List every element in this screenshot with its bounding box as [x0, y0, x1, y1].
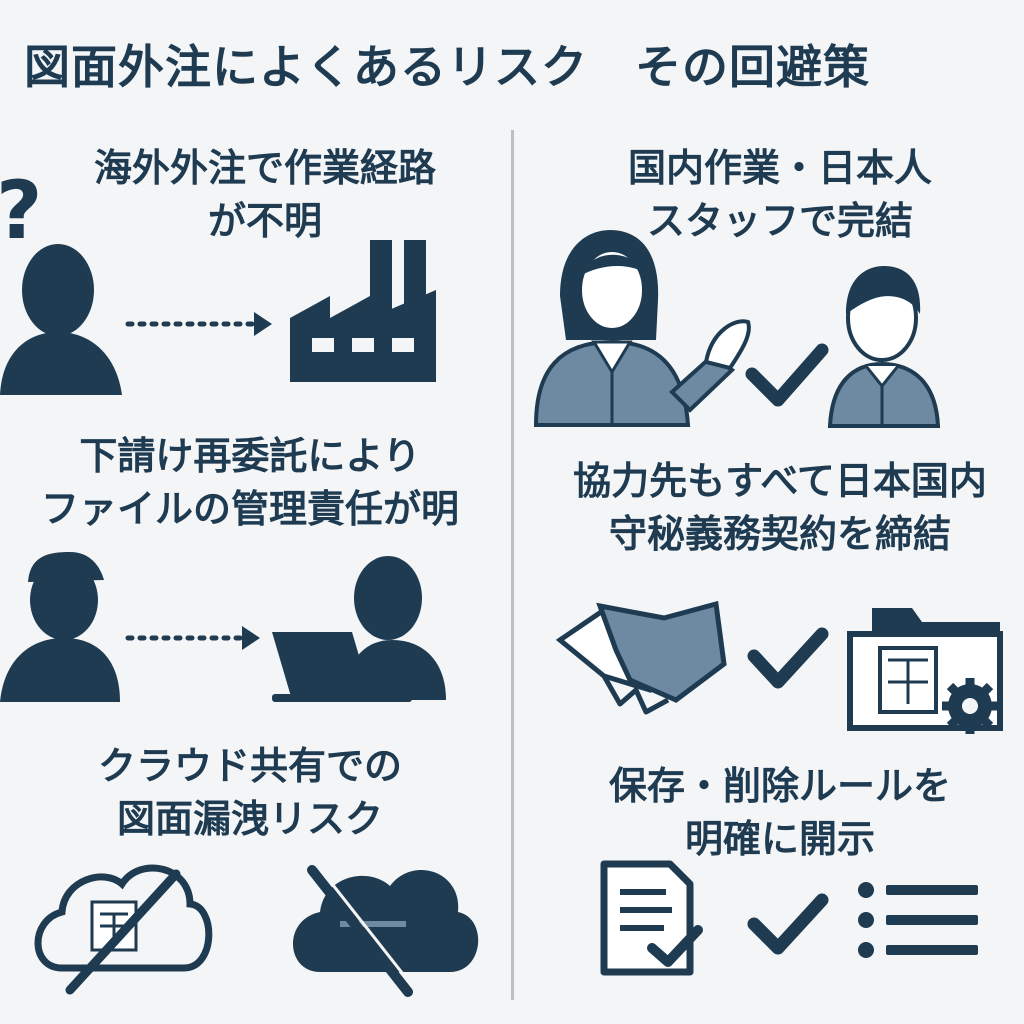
checkmark-icon	[747, 627, 829, 689]
solution-caption-domestic: 国内作業・日本人 スタッフで完結	[540, 142, 1020, 248]
person-icon	[0, 244, 122, 395]
dotted-arrow	[125, 626, 260, 650]
column-divider	[511, 130, 514, 1000]
solution-caption-rules: 保存・削除ルールを 明確に開示	[540, 760, 1020, 866]
checkmark-icon	[747, 893, 829, 955]
risk-caption-overseas: 海外外注で作業経路 が不明	[40, 142, 490, 248]
document-check-icon	[600, 860, 703, 976]
risk-caption-line1: 下請け再委託により	[79, 434, 421, 478]
risk-caption-line2: 図面漏洩リスク	[116, 797, 383, 842]
risk-caption-line1: クラウド共有での	[97, 744, 402, 788]
cloud-slash-icon	[292, 864, 479, 997]
question-mark-icon: ?	[0, 164, 42, 257]
bullet-list-icon	[858, 882, 978, 958]
solution-caption-line2: 明確に開示	[684, 817, 875, 862]
risk-caption-cloud: クラウド共有での 図面漏洩リスク	[10, 740, 490, 846]
solution-caption-nda: 協力先もすべて日本国内 守秘義務契約を締結	[540, 455, 1020, 561]
businessman-icon	[827, 266, 941, 428]
risk-caption-line2: が不明	[207, 199, 322, 244]
businesswoman-icon	[533, 230, 751, 427]
handshake-icon	[555, 600, 727, 715]
solution-caption-line1: 保存・削除ルールを	[608, 764, 951, 808]
folder-drawing-gear-icon	[847, 608, 1003, 734]
solution-caption-line2: スタッフで完結	[646, 199, 913, 244]
solution-caption-line1: 国内作業・日本人	[627, 146, 932, 190]
checkmark-icon	[745, 343, 829, 407]
solution-caption-line2: 守秘義務契約を締結	[608, 512, 951, 557]
risk-caption-line1: 海外外注で作業経路	[93, 146, 436, 190]
factory-icon	[290, 240, 436, 382]
risk-caption-line2: ファイルの管理責任が明	[40, 487, 459, 532]
worker-cap-icon	[0, 552, 120, 702]
solution-caption-line1: 協力先もすべて日本国内	[573, 459, 987, 503]
risk-caption-subcontract: 下請け再委託により ファイルの管理責任が明	[10, 430, 490, 536]
laptop-user-icon	[272, 556, 446, 702]
page-title: 図面外注によくあるリスク その回避策	[24, 40, 870, 94]
dotted-arrow	[125, 312, 272, 336]
cloud-crossed-icon	[34, 864, 213, 995]
